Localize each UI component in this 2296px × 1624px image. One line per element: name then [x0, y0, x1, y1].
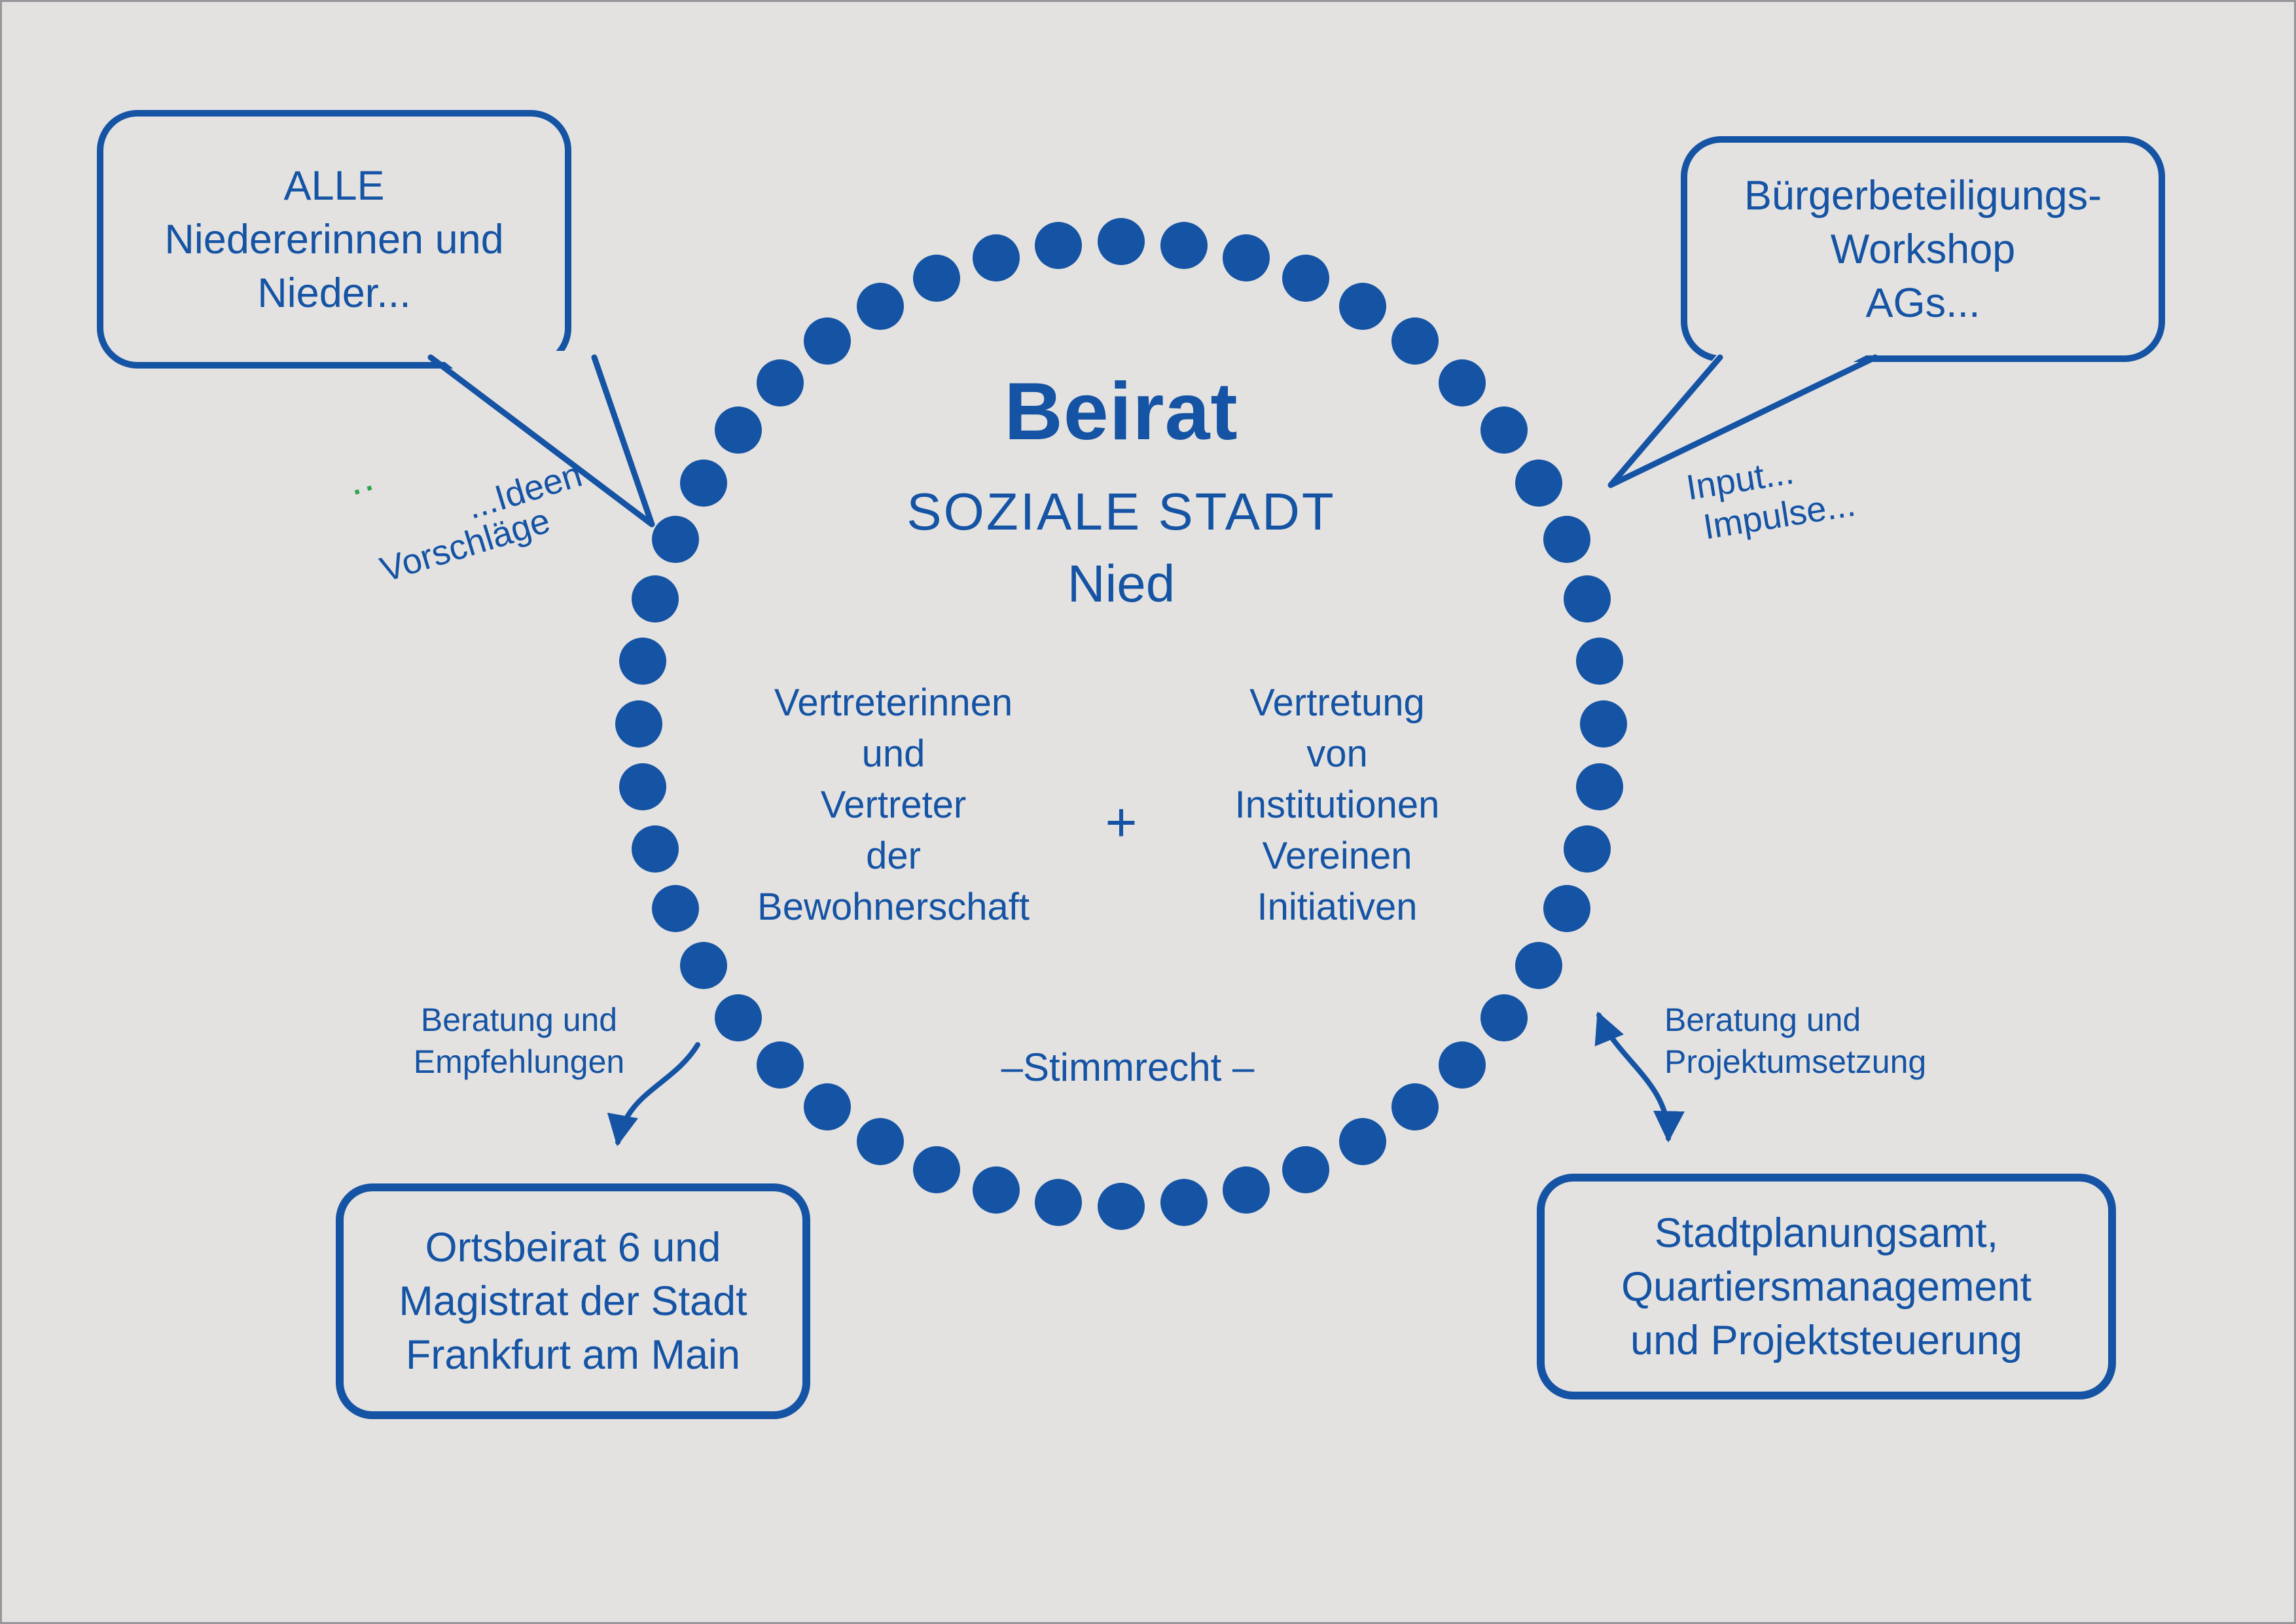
- column-residents-line-1: Vertreterinnen: [774, 681, 1013, 724]
- circle-dot: [1480, 994, 1528, 1041]
- note-beratung-projektumsetzung-line-1: Beratung und: [1664, 1001, 1861, 1038]
- circle-dot: [1543, 515, 1590, 563]
- circle-dot: [856, 1118, 904, 1166]
- diagram-title: Beirat: [1004, 367, 1238, 457]
- bubble-residents-line-2: Niedererinnen und: [164, 216, 504, 262]
- circle-dot: [1575, 637, 1623, 685]
- circle-dot: [1515, 459, 1563, 507]
- column-institutions-line-1: Vertretung: [1249, 681, 1425, 724]
- circle-dot: [1282, 1146, 1330, 1193]
- circle-dot: [1282, 255, 1330, 302]
- circle-dot: [1580, 700, 1627, 748]
- bubble-residents-line-3: Nieder...: [257, 270, 411, 316]
- bubble-workshops-line-2: Workshop: [1830, 226, 2016, 272]
- column-residents-line-3: Vertreter: [820, 784, 967, 826]
- column-institutions-line-4: Vereinen: [1262, 835, 1412, 877]
- box-ortsbeirat-line-3: Frankfurt am Main: [405, 1332, 741, 1378]
- circle-dot: [973, 1166, 1020, 1214]
- box-stadtplanungsamt-line-2: Quartiersmanagement: [1621, 1263, 2032, 1310]
- circle-dot: [756, 1041, 804, 1089]
- diagram-subtitle-district: Nied: [1067, 554, 1175, 613]
- circle-dot: [715, 994, 762, 1041]
- circle-dot: [804, 317, 852, 365]
- circle-dot: [1391, 1083, 1439, 1130]
- circle-dot: [619, 763, 667, 811]
- speech-bubble-workshops: Bürgerbeteiligungs- Workshop AGs...: [1681, 136, 2165, 362]
- circle-dot: [619, 637, 667, 685]
- circle-dot: [1338, 282, 1386, 330]
- label-vorschlaege: Vorschläge: [376, 501, 555, 590]
- column-residents-line-4: der: [866, 835, 921, 877]
- circle-dot: [1160, 222, 1208, 270]
- circle-dot: [1480, 406, 1528, 454]
- box-ortsbeirat-line-2: Magistrat der Stadt: [399, 1278, 747, 1324]
- column-institutions: Vertretung von Institutionen Vereinen In…: [1154, 677, 1520, 933]
- speech-bubble-residents: ALLE Niedererinnen und Nieder...: [97, 110, 571, 369]
- note-beratung-empfehlungen-line-1: Beratung und: [420, 1001, 618, 1038]
- column-institutions-line-3: Institutionen: [1234, 784, 1440, 826]
- circle-dot: [1575, 763, 1623, 811]
- circle-dot: [1222, 1166, 1270, 1214]
- note-beratung-projektumsetzung-line-2: Projektumsetzung: [1664, 1043, 1927, 1080]
- box-ortsbeirat: Ortsbeirat 6 und Magistrat der Stadt Fra…: [336, 1183, 810, 1419]
- note-beratung-empfehlungen-line-2: Empfehlungen: [413, 1043, 625, 1080]
- column-institutions-line-2: von: [1306, 732, 1368, 775]
- box-stadtplanungsamt-line-3: und Projektsteuerung: [1630, 1317, 2022, 1363]
- circle-dot: [756, 359, 804, 406]
- bubble-residents-line-1: ALLE: [283, 162, 385, 209]
- column-residents-line-2: und: [861, 732, 925, 775]
- circle-dot: [632, 575, 679, 623]
- circle-dot: [1439, 359, 1486, 406]
- circle-dot: [1338, 1118, 1386, 1166]
- circle-dot: [1160, 1178, 1208, 1226]
- circle-dot: [1391, 317, 1439, 365]
- circle-dot: [652, 885, 700, 933]
- circle-dot: [715, 406, 762, 454]
- circle-dot: [652, 515, 700, 563]
- column-residents: Vertreterinnen und Vertreter der Bewohne…: [710, 677, 1077, 933]
- column-residents-line-5: Bewohnerschaft: [757, 886, 1030, 928]
- circle-dot: [1222, 234, 1270, 282]
- circle-dot: [1543, 885, 1590, 933]
- circle-dot: [1098, 218, 1145, 265]
- circle-dot: [632, 825, 679, 873]
- circle-dot: [679, 941, 727, 989]
- note-beratung-projektumsetzung: Beratung und Projektumsetzung: [1664, 999, 2018, 1083]
- plus-sign: +: [1105, 791, 1138, 853]
- circle-dot: [856, 282, 904, 330]
- circle-dot: [615, 700, 662, 748]
- circle-dot: [912, 255, 960, 302]
- voting-right-note: –Stimmrecht –: [1001, 1045, 1255, 1089]
- box-ortsbeirat-line-1: Ortsbeirat 6 und: [425, 1225, 721, 1271]
- circle-dot: [1563, 575, 1611, 623]
- bubble-workshops-line-3: AGs...: [1865, 280, 1981, 326]
- circle-dot: [1034, 1178, 1082, 1226]
- column-institutions-line-5: Initiativen: [1257, 886, 1418, 928]
- circle-dot: [1515, 941, 1563, 989]
- circle-dot: [912, 1146, 960, 1193]
- diagram-subtitle: SOZIALE STADT: [906, 482, 1336, 541]
- leader-dots: ··: [348, 470, 383, 509]
- arrow-beratung-projektumsetzung: [1594, 1011, 1685, 1143]
- circle-dot: [973, 234, 1020, 282]
- box-stadtplanungsamt-line-1: Stadtplanungsamt,: [1654, 1210, 1999, 1256]
- note-beratung-empfehlungen: Beratung und Empfehlungen: [391, 999, 647, 1083]
- circle-dot: [679, 459, 727, 507]
- circle-dot: [804, 1083, 852, 1130]
- circle-dot: [1439, 1041, 1486, 1089]
- bubble-workshops-line-1: Bürgerbeteiligungs-: [1744, 172, 2102, 219]
- circle-dot: [1098, 1183, 1145, 1230]
- circle-dot: [1034, 222, 1082, 270]
- circle-dot: [1563, 825, 1611, 873]
- box-stadtplanungsamt: Stadtplanungsamt, Quartiersmanagement un…: [1537, 1174, 2116, 1399]
